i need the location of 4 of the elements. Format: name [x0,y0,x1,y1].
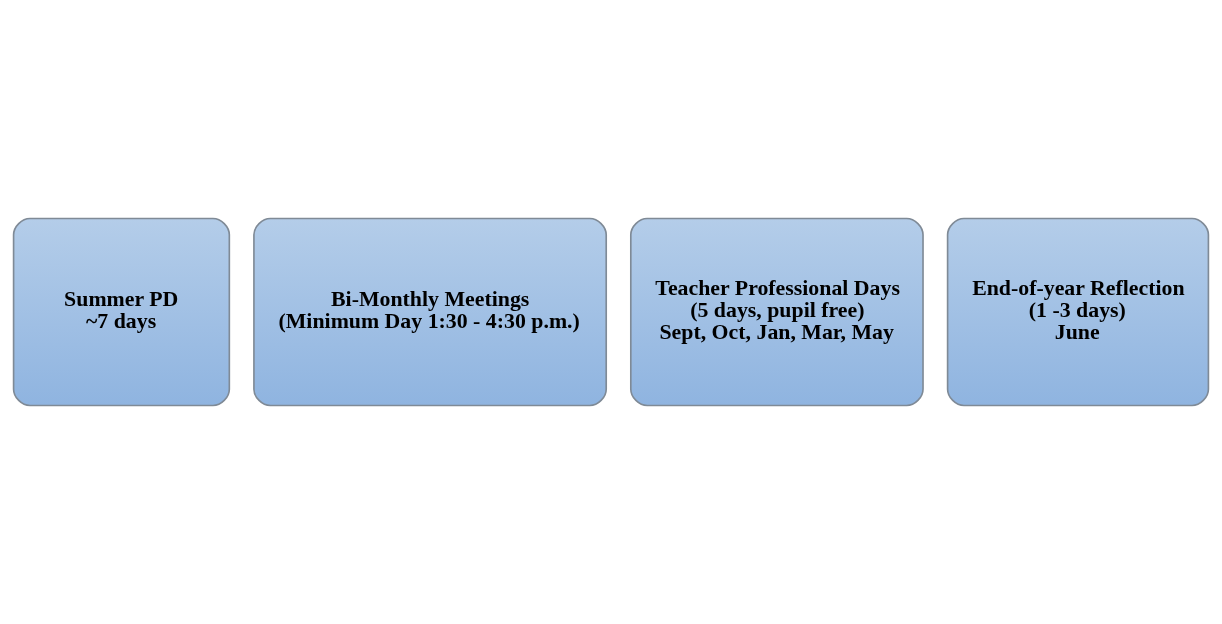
node-box: End-of-year Reflection (1 -3 days) June [946,217,1210,407]
node-box: Summer PD ~7 days [12,217,231,407]
node-box: Teacher Professional Days (5 days, pupil free) Sept, Oct, Jan, Mar, May [629,217,924,407]
node-box: Bi-Monthly Meetings (Minimum Day 1:30 - 4:30 p.m.) [253,217,608,407]
